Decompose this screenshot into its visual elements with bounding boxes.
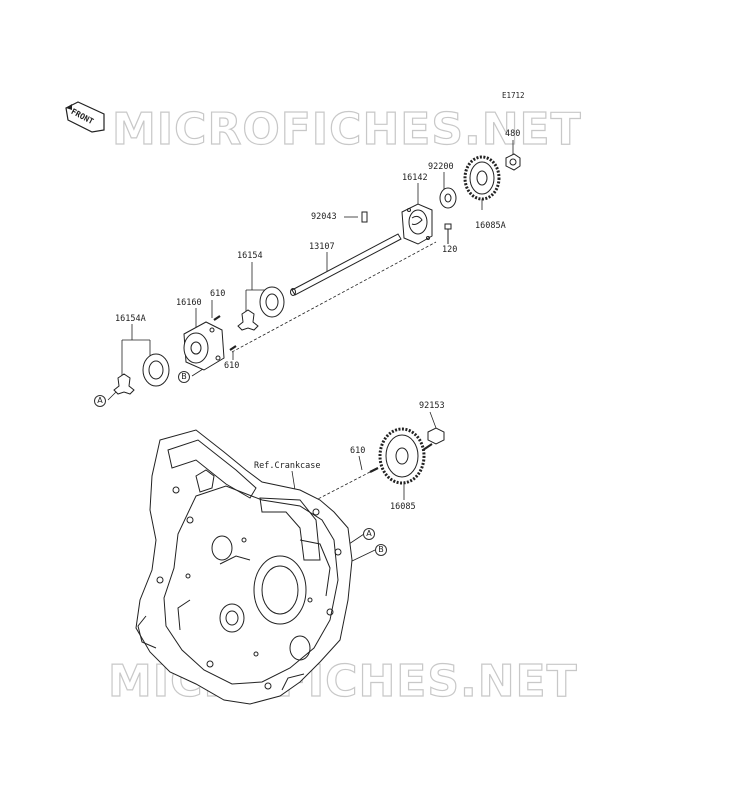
ref-marker-a-lower: A [363, 528, 375, 540]
part-label-16160[interactable]: 16160 [176, 298, 202, 308]
part-16160-pump-body [183, 321, 225, 371]
part-label-16154[interactable]: 16154 [237, 251, 263, 261]
part-label-16085a[interactable]: 16085A [475, 221, 506, 231]
part-label-16142[interactable]: 16142 [402, 173, 428, 183]
watermark-top: MICROFICHES.NET [111, 104, 582, 155]
part-16154-rotors [237, 286, 285, 331]
part-120-bolt [444, 223, 452, 244]
ref-marker-b-lower: B [375, 544, 387, 556]
part-label-120[interactable]: 120 [442, 245, 458, 255]
ref-marker-a-upper: A [94, 395, 106, 407]
part-16142-cover [401, 203, 433, 245]
part-label-610-a[interactable]: 610 [210, 289, 226, 299]
part-610-pins [213, 315, 379, 473]
part-16085a-gear [463, 155, 501, 201]
part-label-13107[interactable]: 13107 [309, 242, 335, 252]
part-13107-shaft [290, 233, 402, 296]
crankcase-housing [135, 429, 353, 705]
part-16085-gear [378, 427, 426, 485]
part-label-610-c[interactable]: 610 [350, 446, 366, 456]
part-label-16085[interactable]: 16085 [390, 502, 416, 512]
ref-crankcase-label: Ref.Crankcase [254, 461, 321, 471]
ref-marker-b-upper: B [178, 371, 190, 383]
part-92153-bolt [419, 427, 445, 453]
diagram-code: E1712 [502, 91, 525, 100]
part-92200-washer [439, 187, 457, 209]
part-16154a-rotors [113, 353, 170, 395]
part-label-16154a[interactable]: 16154A [115, 314, 146, 324]
front-arrow-icon [65, 101, 105, 133]
part-label-610-b[interactable]: 610 [224, 361, 240, 371]
part-92043-pin [361, 211, 368, 223]
part-label-480[interactable]: 480 [505, 129, 521, 139]
part-label-92200[interactable]: 92200 [428, 162, 454, 172]
part-label-92043[interactable]: 92043 [311, 212, 337, 222]
leader-lines [107, 140, 514, 563]
part-label-92153[interactable]: 92153 [419, 401, 445, 411]
part-480-nut [505, 153, 521, 171]
